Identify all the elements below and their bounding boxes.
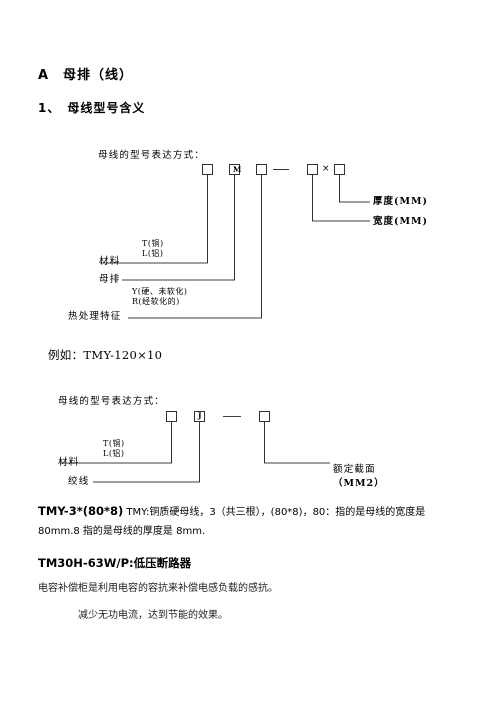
diagram1-box-thickness: [334, 164, 345, 175]
diagram2-material-option-copper: T(铜): [103, 439, 125, 448]
diagram1-width-label: 宽度(MM): [373, 216, 429, 227]
diagram2-box-j: [194, 411, 205, 422]
diagram2-material-option-aluminum: L(铝): [103, 449, 125, 458]
diagram1-box-m-label: M: [233, 165, 243, 174]
diagram2-leader-material: [60, 422, 172, 464]
diagram1-title: 母线的型号表达方式：: [98, 150, 206, 161]
diagram1-heat-option-hard: Y(硬、未软化): [132, 287, 188, 296]
capacitor-line: 电容补偿柜是利用电容的容抗来补偿电感负载的感抗。: [38, 583, 278, 594]
diagram2-box-j-label: J: [198, 411, 203, 420]
diagram1-material-option-aluminum: L(铝): [142, 249, 164, 258]
diagram1-thickness-label: 厚度(MM): [373, 196, 429, 207]
diagram1-box-material: [202, 164, 213, 175]
diagram2-box-section: [259, 411, 270, 422]
diagram2-leader-stranded: [93, 422, 200, 483]
diagram1-box-heat: [256, 164, 267, 175]
diagram2-unit-label: （MM2）: [333, 478, 385, 489]
diagram1-leader-busbar: [122, 175, 235, 281]
diagram2-leader-section: [264, 422, 330, 464]
diagram2-rated-section-label: 额定截面: [333, 464, 376, 475]
breaker-heading: TM30H-63W/P:低压断路器: [38, 556, 192, 570]
diagram1-leader-width: [312, 175, 370, 222]
diagram1-heat-option-soft: R(经软化的): [132, 297, 180, 306]
diagram1-box-m: [229, 164, 240, 175]
diagram1-leader-heat: [128, 175, 262, 319]
diagram1-material-label: 材料: [99, 256, 121, 267]
section-heading-a: A 母排（线）: [38, 68, 134, 83]
diagram1-box-width: [307, 164, 318, 175]
section-heading-1: 1、 母线型号含义: [38, 101, 146, 115]
diagram1-leader-thickness: [339, 175, 370, 203]
busbar-explanation-text: TMY:铜质硬母线，3（共三根），(80*8)，80：指的是母线的宽度是 80m…: [38, 507, 426, 537]
diagram2-material-label: 材料: [58, 457, 80, 468]
diagram1-heat-label: 热处理特征: [68, 311, 122, 322]
diagram1-busbar-label: 母排: [99, 274, 121, 285]
diagram2-title: 母线的型号表达方式：: [58, 396, 166, 407]
diagram1-leader-material: [100, 175, 208, 264]
busbar-explanation-paragraph: TMY-3*(80*8) TMY:铜质硬母线，3（共三根），(80*8)，80：…: [38, 502, 468, 541]
example-line: 例如：TMY-120×10: [48, 348, 163, 362]
diagram2-box-material: [166, 411, 177, 422]
diagram1-times: ×: [322, 164, 331, 174]
busbar-code: TMY-3*(80*8): [38, 504, 124, 518]
diagram2-stranded-label: 绞线: [68, 476, 90, 487]
reduce-current-line: 减少无功电流，达到节能的效果。: [78, 610, 228, 621]
diagram1-material-option-copper: T(铜): [142, 239, 164, 248]
